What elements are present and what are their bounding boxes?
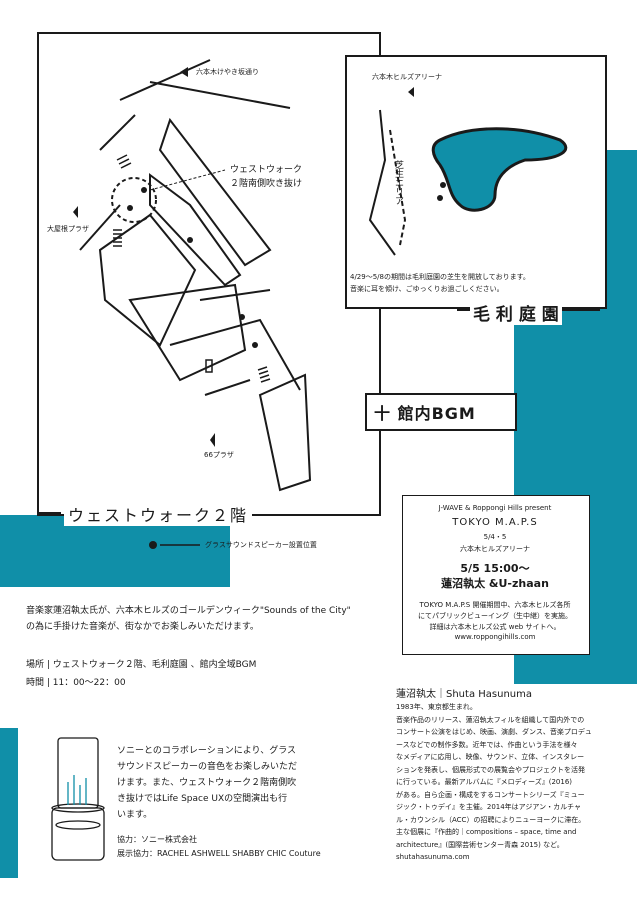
collab-line-5: います。 (117, 810, 153, 820)
atrium-circle (111, 177, 157, 223)
mouri-title: 毛 利 庭 園 (470, 300, 562, 325)
speaker-dot (127, 205, 133, 211)
street-line (149, 81, 291, 109)
intro-line-2: の為に手掛けた音楽が、街なかでお楽しみいただけます。 (26, 622, 259, 632)
kiosk-icon (205, 359, 213, 373)
street-line (119, 59, 211, 101)
collab-line-3: けます。また、ウェストウォーク２階南側吹 (117, 778, 297, 788)
label-hills-arena: 六本木ヒルズアリーナ (372, 73, 442, 81)
bgm-label: 十 館内BGM (374, 404, 476, 423)
bio-line: ースなどでの制作多数。近年では、作曲という手法を様々 (396, 740, 578, 749)
speaker-rim (51, 803, 105, 813)
bio-text: 1983年、東京都生まれ。 音楽作品のリリース、蓮沼執太フィルを組織して国内外で… (396, 701, 632, 864)
building-outline (149, 173, 242, 287)
collab-credit-2: 展示協力：RACHEL ASHWELL SHABBY CHIC Couture (117, 849, 321, 858)
building-outline (98, 213, 197, 347)
bio-panel (394, 684, 637, 900)
speaker-dot (187, 237, 193, 243)
bgm-box (365, 393, 517, 431)
street-line (99, 114, 136, 151)
bio-line: 1983年、東京都生まれ。 (396, 703, 477, 711)
event-note-2: にてパブリックビューイング（生中継）を実施。 (418, 612, 572, 620)
speaker-dot (440, 182, 446, 188)
speaker-dot (141, 187, 147, 193)
event-time: 5/5 15:00〜 (460, 562, 530, 575)
bio-line: ションを発表し、個展形式での展覧会やプロジェクトを活発 (396, 765, 585, 774)
street-line (79, 204, 121, 251)
event-note-3: 詳細は六本木ヒルズ公式 web サイトへ。 (429, 623, 561, 631)
map-frame (37, 32, 381, 516)
intro-time: 時間 | 11：00〜22：00 (26, 678, 126, 688)
collab-line-2: サウンドスピーカーの音色をお楽しみいただ (117, 762, 298, 772)
mouri-note-2: 音楽に耳を傾け、ごゆっくりお過ごしください。 (350, 285, 504, 293)
event-url[interactable]: www.roppongihills.com (454, 633, 536, 641)
speaker-dot (252, 342, 258, 348)
crosswalk (113, 229, 122, 247)
speaker-dot (437, 195, 443, 201)
street-line (204, 379, 251, 396)
bio-line: architecture』(国際芸術センター青森 2015) など。 (396, 840, 564, 849)
mouri-path (368, 109, 396, 256)
legend-text: グラスサウンドスピーカー設置位置 (205, 541, 317, 549)
speaker-base (51, 807, 105, 861)
event-presenter: J-WAVE & Roppongi Hills present (438, 504, 552, 512)
event-dates: 5/4・5 (483, 533, 507, 541)
label-keyaki: 六本木けやき坂通り (196, 68, 259, 76)
bio-name: 蓮沼執太｜Shuta Hasunuma (396, 689, 532, 700)
bio-line: ル・カウンシル（ACC）の招聘によりニューヨークに滞在。 (396, 815, 586, 824)
event-venue: 六本木ヒルズアリーナ (460, 545, 530, 553)
label-west-walk-note-1: ウェストウォーク (230, 165, 303, 175)
arrow-marker (180, 67, 188, 77)
label-oyane: 大屋根プラザ (47, 225, 89, 233)
street-line (169, 318, 301, 391)
legend-dot (149, 541, 157, 549)
lawn-dash (389, 129, 407, 246)
collab-credit-1: 協力：ソニー株式会社 (117, 835, 197, 844)
event-artists: 蓮沼執太 &U-zhaan (441, 577, 549, 590)
teal-band-bottom-left (0, 728, 18, 878)
label-lawn-area: 芝生エリア (393, 160, 403, 205)
collab-line-4: き抜けではLife Space UXの空間演出も行 (117, 794, 288, 804)
mouri-note-1: 4/29〜5/8の期間は毛利庭園の芝生を開放しております。 (350, 273, 530, 281)
event-box (402, 495, 590, 655)
intro-panel (18, 592, 393, 704)
bio-line: 主な個展に『作曲的｜compositions – space, time and (396, 828, 577, 836)
label-west-walk-note-2: ２階南側吹き抜け (230, 179, 303, 189)
bio-line: に行っている。最新アルバムに『メロディーズ』(2016) (396, 778, 573, 786)
arrow-marker (210, 433, 215, 447)
speaker-glass-tube (57, 737, 99, 809)
collab-line-1: ソニーとのコラボレーションにより、グラス (117, 746, 297, 756)
mouri-pond (431, 127, 568, 212)
west-walk-title: ウェストウォーク２階 (64, 502, 253, 526)
crosswalk (257, 366, 271, 383)
arrow-marker (408, 87, 414, 97)
west-walk-title-line (37, 512, 61, 514)
arrow-marker (73, 206, 78, 218)
event-name: TOKYO M.A.P.S (452, 517, 538, 528)
leader-line (149, 169, 226, 191)
bio-line: なメディアに応用し、映像、サウンド、立体、インスタレー (396, 753, 585, 761)
building-outline (258, 373, 312, 492)
intro-place: 場所 | ウェストウォーク２階、毛利庭園 、館内全域BGM (26, 660, 257, 670)
speaker-dot (239, 314, 245, 320)
street-line (199, 289, 271, 301)
building-outline (158, 117, 272, 267)
event-note-1: TOKYO M.A.P.S 開催期間中、六本木ヒルズ各所 (419, 601, 571, 609)
bio-line: がある。自ら企画・構成をするコンサートシリーズ『ミュー (396, 790, 585, 799)
bio-line: ジック・トゥデイ』を主催。2014年はアジアン・カルチャ (396, 803, 582, 811)
teal-band-left (0, 515, 230, 587)
bio-line: 音楽作品のリリース、蓮沼執太フィルを組織して国内外での (396, 715, 585, 724)
speaker-ring (55, 820, 101, 830)
label-plaza66: 66プラザ (204, 451, 234, 459)
building-outline (128, 283, 247, 382)
bio-line: コンサート公演をはじめ、映画、演劇、ダンス、音楽プロデュ (396, 728, 592, 736)
crosswalk (116, 154, 132, 169)
bio-url[interactable]: shutahasunuma.com (396, 853, 470, 861)
intro-line-1: 音楽家蓮沼執太氏が、六本木ヒルズのゴールデンウィーク"Sounds of the… (26, 606, 351, 616)
